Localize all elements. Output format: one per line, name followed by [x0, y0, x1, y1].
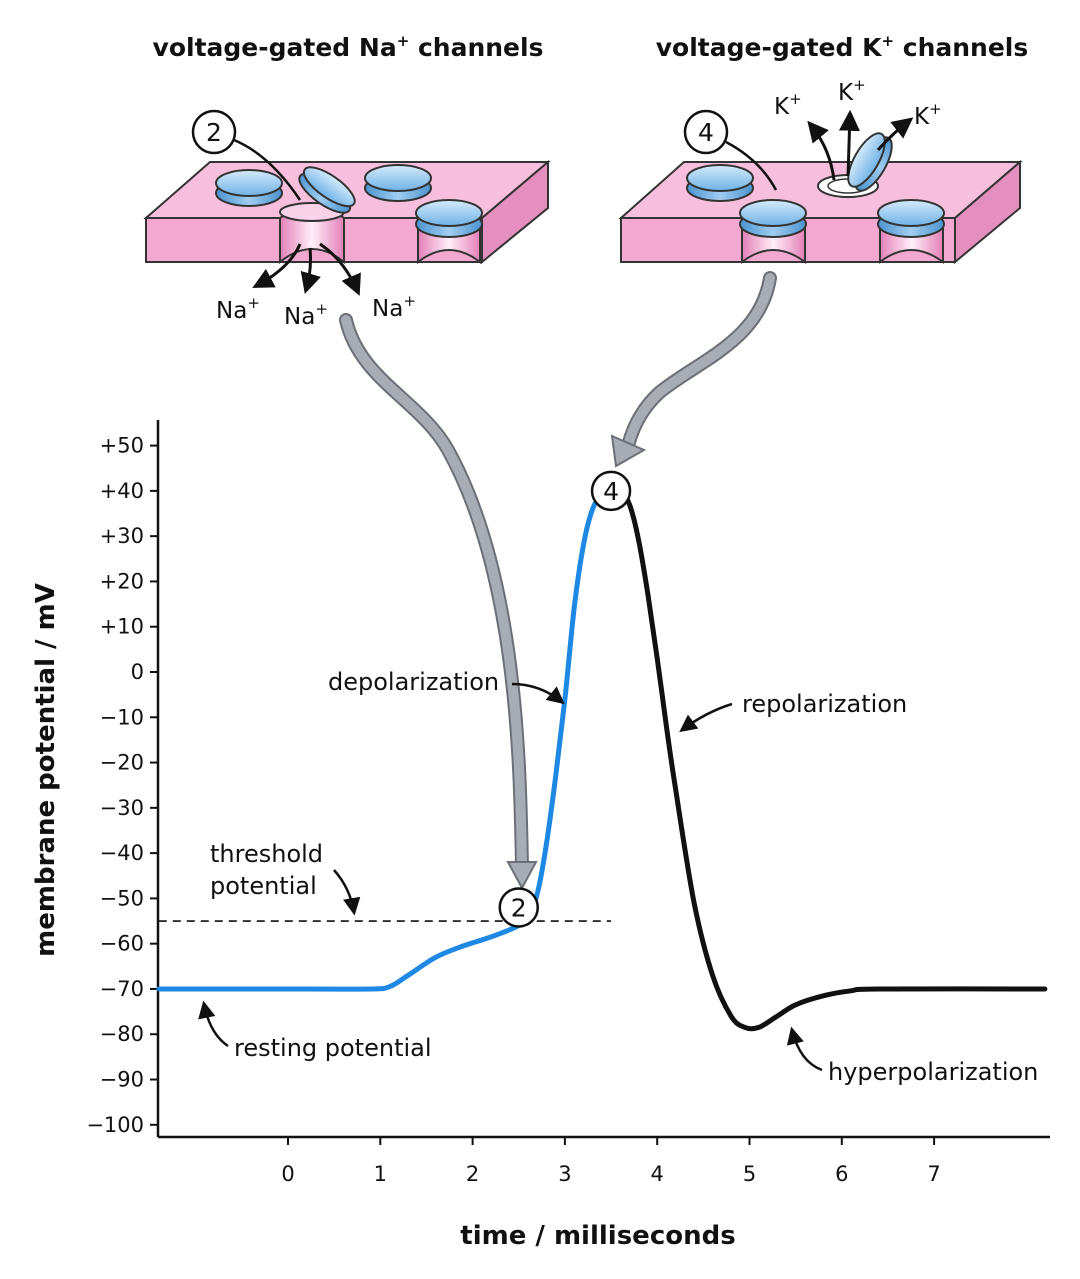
depolarization-label: depolarization — [328, 668, 499, 696]
x-tick-label: 2 — [466, 1162, 479, 1186]
k-channel-disk — [686, 164, 754, 202]
step-2-label: 2 — [206, 118, 222, 147]
step-marker-label: 4 — [603, 477, 619, 506]
y-tick-label: +50 — [100, 434, 144, 458]
connector-arrows — [339, 271, 777, 891]
k-channel-disk — [877, 199, 945, 238]
step-4-circle — [683, 109, 729, 155]
k-channels-title: voltage-gated K+ channels — [656, 32, 1029, 62]
k-ion-label: K+ — [774, 90, 802, 120]
y-tick-label: +40 — [100, 479, 144, 503]
repolarization-series-line — [608, 487, 1048, 1032]
na-channel-disk — [364, 164, 432, 202]
y-tick-label: −20 — [100, 751, 144, 775]
k-membrane-illustration: K+ K+ K+ 4 — [618, 76, 1023, 265]
x-tick-label: 3 — [558, 1162, 571, 1186]
y-tick-label: −30 — [100, 796, 144, 820]
repolarization-pointer — [679, 702, 733, 733]
resting-potential-label: resting potential — [234, 1034, 432, 1062]
threshold-pointer — [333, 869, 361, 916]
y-tick-label: −10 — [100, 705, 144, 729]
k-ion-label: K+ — [914, 100, 942, 130]
step-marker-label: 2 — [511, 893, 527, 922]
x-axis-title: time / milliseconds — [460, 1221, 735, 1251]
na-ion-label: Na+ — [284, 300, 328, 330]
step-4-label: 4 — [698, 118, 714, 147]
y-tick-label: −40 — [100, 841, 144, 865]
na-channel-disk-tilted — [298, 166, 356, 214]
na-membrane-illustration: 2 Na+ Na+ Na+ — [143, 109, 551, 330]
y-tick-label: −80 — [100, 1022, 144, 1046]
na-channels-title: voltage-gated Na+ channels — [153, 32, 544, 62]
y-tick-label: +30 — [100, 524, 144, 548]
step-marker-circle — [498, 887, 539, 928]
threshold-label-line1: threshold — [210, 840, 323, 868]
depolarization-pointer — [511, 682, 565, 705]
y-tick-label: −100 — [86, 1113, 144, 1137]
na-ion-label: Na+ — [372, 292, 416, 322]
na-channel-disk — [215, 169, 283, 207]
marker-group: 24 — [498, 470, 632, 928]
y-tick-label: −70 — [100, 977, 144, 1001]
x-tick-label: 1 — [374, 1162, 387, 1186]
x-axis-ticks: 0 1 2 3 4 5 6 7 — [281, 1137, 941, 1186]
x-tick-label: 4 — [651, 1162, 664, 1186]
plot-area: +50 +40 +30 +20 +10 0 −10 −20 −30 −40 −50 −60 −70 −80… — [86, 420, 1050, 1186]
threshold-label-line2: potential — [210, 872, 317, 900]
y-axis-title: membrane potential / mV — [31, 583, 61, 957]
y-tick-label: −50 — [100, 886, 144, 910]
k-channel-disk — [739, 199, 807, 238]
x-tick-label: 0 — [281, 1162, 294, 1186]
na-channel-disk — [415, 199, 483, 238]
resting-pointer — [198, 1000, 229, 1048]
series-group — [156, 487, 1048, 1032]
depolarization-series-line — [156, 488, 614, 992]
y-axis-ticks: +50 +40 +30 +20 +10 0 −10 −20 −30 −40 −50 −60 −70 −80… — [86, 434, 158, 1137]
k-ion-label: K+ — [838, 76, 866, 106]
repolarization-label: repolarization — [742, 690, 907, 718]
x-tick-label: 7 — [927, 1162, 940, 1186]
x-tick-label: 6 — [835, 1162, 848, 1186]
y-tick-label: −90 — [100, 1068, 144, 1092]
y-tick-label: 0 — [131, 660, 144, 684]
step-marker-circle — [590, 470, 632, 512]
na-ion-label: Na+ — [216, 294, 260, 324]
y-tick-label: −60 — [100, 932, 144, 956]
hyperpolarization-label: hyperpolarization — [828, 1058, 1038, 1086]
y-tick-label: +20 — [100, 569, 144, 593]
step-2-circle — [191, 109, 237, 155]
x-tick-label: 5 — [743, 1162, 756, 1186]
hyperpolarization-pointer — [786, 1026, 823, 1072]
y-tick-label: +10 — [100, 615, 144, 639]
